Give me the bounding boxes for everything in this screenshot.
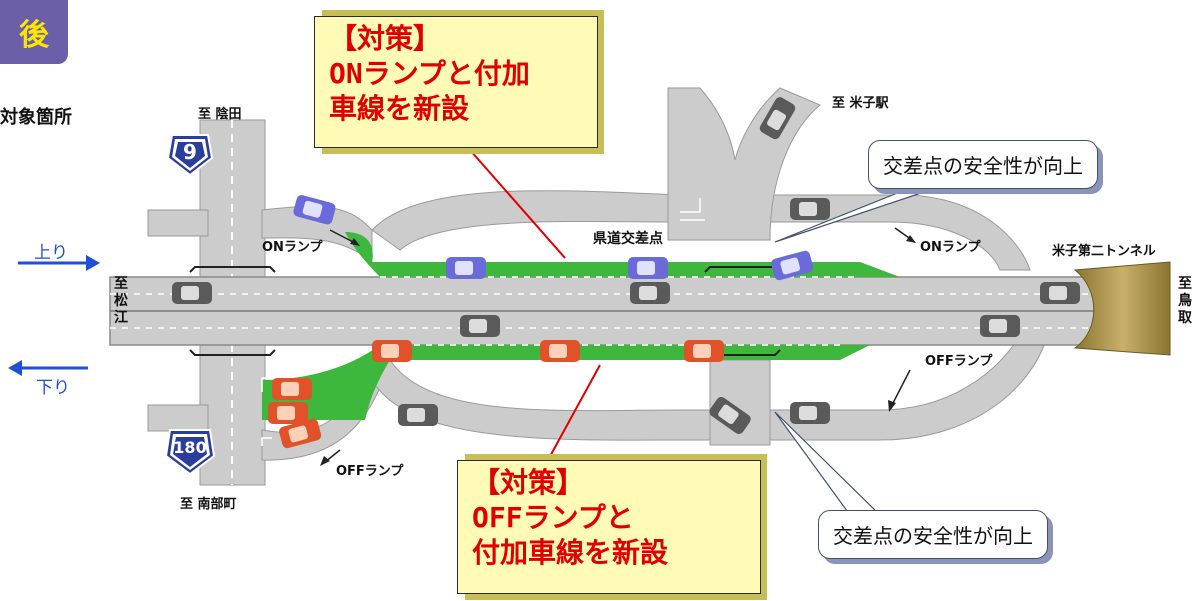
on-ramp-right-label: ONランプ (920, 240, 981, 255)
off-ramp-right-label: OFFランプ (925, 354, 993, 369)
direction-up-label: 上り (34, 243, 68, 263)
car-white (460, 315, 500, 337)
route-180-shield (164, 429, 216, 476)
car-white (980, 315, 1020, 337)
car-white (172, 282, 212, 304)
on-ramp-left-arrow (329, 229, 356, 244)
tunnel-name: 米子第二トンネル (1052, 244, 1156, 259)
down-arrow-head (8, 360, 22, 376)
car-white (709, 396, 751, 435)
car-white (759, 97, 796, 140)
after-badge-text: 後 (19, 18, 49, 53)
route-9-shield (166, 134, 214, 177)
car-red (268, 402, 308, 424)
direction-down-label: 下り (36, 378, 70, 398)
callout-top-line-1: 【対策】 (329, 22, 442, 55)
car-blue (771, 250, 814, 281)
route-9-number: 9 (183, 140, 197, 164)
off-ramp-left-label: OFFランプ (336, 464, 404, 479)
off-ramp-right-arrow (891, 369, 911, 406)
callout-top-line-3: 車線を新設 (329, 92, 470, 125)
place-west: 至松江 (114, 276, 128, 326)
callout-bottom-line-1: 【対策】 (472, 466, 585, 499)
callout-bottom-leader (547, 364, 601, 461)
bubble-top: 交差点の安全性が向上 (868, 140, 1098, 189)
callout-bottom-line-2: OFFランプと (472, 501, 634, 534)
tunnel-portal (1073, 261, 1171, 356)
bubble-bottom: 交差点の安全性が向上 (818, 510, 1048, 559)
car-red (279, 418, 322, 449)
up-arrow-head (86, 255, 100, 271)
car-blue (293, 195, 336, 225)
intersection-label: 県道交差点 (593, 231, 663, 247)
place-north-right: 至 米子駅 (832, 96, 889, 111)
place-north-left: 至 陰田 (198, 107, 242, 122)
car-white (1040, 282, 1080, 304)
after-badge: 後 (0, 0, 68, 64)
place-east: 至鳥取 (1178, 276, 1192, 326)
car-red (684, 340, 724, 362)
car-red (272, 378, 312, 400)
car-white (630, 282, 670, 304)
car-red (540, 340, 580, 362)
car-white (790, 402, 830, 424)
car-red (372, 340, 412, 362)
callout-bottom-line-3: 付加車線を新設 (472, 536, 669, 569)
cars (172, 97, 1080, 449)
callout-bottom: 【対策】 OFFランプと 付加車線を新設 (457, 460, 761, 594)
local-road-west-bottom (147, 404, 209, 432)
target-location-label: 対象箇所 (0, 107, 72, 128)
car-white (790, 198, 830, 220)
place-south-left: 至 南部町 (180, 497, 237, 512)
bubble-top-pointer (774, 189, 931, 243)
callout-top: 【対策】 ONランプと付加 車線を新設 (314, 16, 598, 148)
car-blue (446, 257, 486, 279)
on-ramp-left-label: ONランプ (262, 240, 323, 255)
car-blue (628, 257, 668, 279)
local-road-west-top (147, 209, 209, 237)
callout-top-leader (469, 149, 566, 259)
car-white (398, 404, 438, 426)
route-180-number: 180 (173, 438, 207, 457)
callout-top-line-2: ONランプと付加 (329, 57, 530, 90)
